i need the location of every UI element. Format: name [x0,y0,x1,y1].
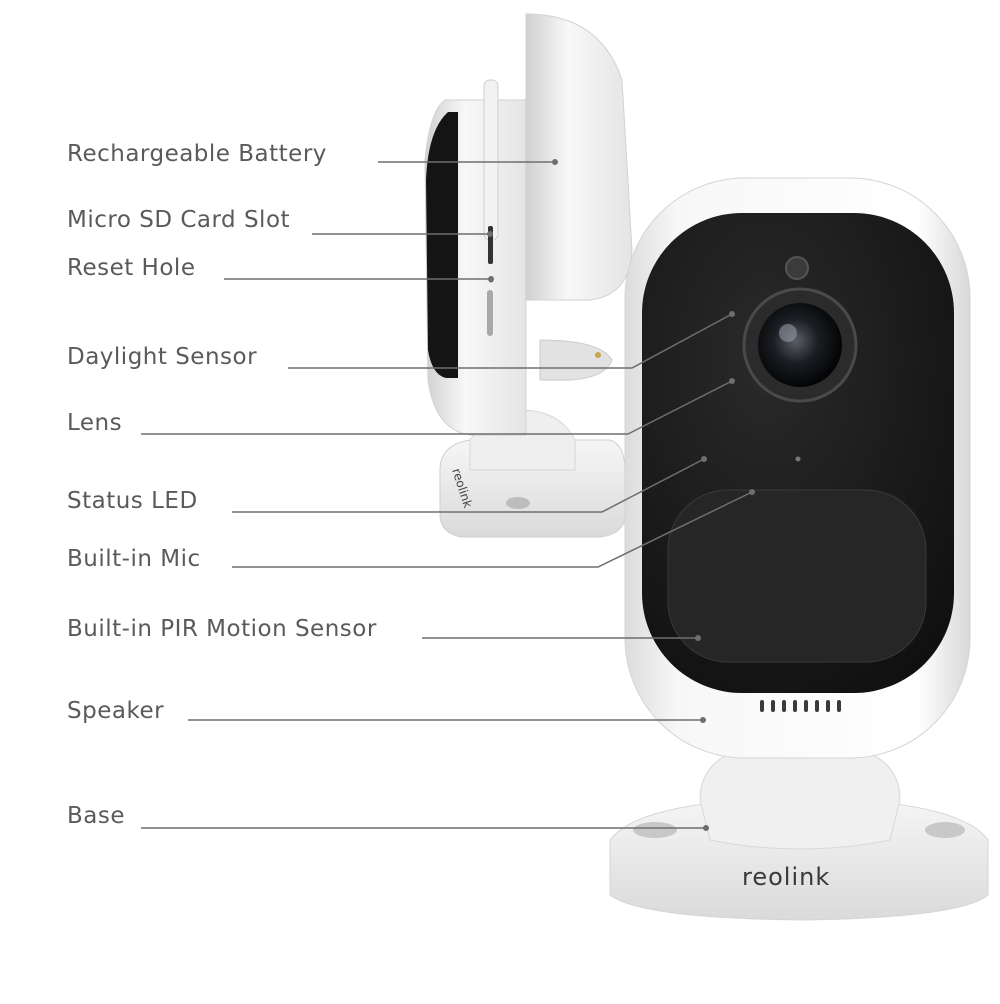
leader-status-led [232,458,705,513]
status-led-graphic [795,456,801,462]
battery-pack [525,13,633,301]
label-speaker: Speaker [67,698,165,724]
daylight-sensor-graphic [785,256,809,280]
front-view-camera: reolink [609,177,989,921]
front-base-hole-right [925,822,965,838]
side-base-hole [506,497,530,509]
leader-daylight-sensor [288,313,733,369]
lens-graphic [758,303,842,387]
label-rechargeable-battery: Rechargeable Battery [67,141,327,167]
label-status-led: Status LED [67,488,198,514]
front-neck [699,747,901,850]
side-view-camera: reolink [424,13,633,538]
side-port-strip [487,290,493,336]
leader-lens [141,380,733,435]
pir-sensor-window [667,489,927,663]
label-micro-sd-card-slot: Micro SD Card Slot [67,207,291,233]
front-brand-logo: reolink [742,863,830,891]
leader-built-in-mic [232,491,753,568]
label-lens: Lens [67,410,123,436]
label-built-in-pir-motion-sensor: Built-in PIR Motion Sensor [67,616,377,642]
side-mount-screw [595,352,601,358]
label-daylight-sensor: Daylight Sensor [67,344,258,370]
speaker-grille [760,700,841,712]
side-latch [483,79,499,241]
leader-lines [141,159,755,831]
side-mount-arm [539,339,613,381]
lens-highlight [779,324,797,342]
label-reset-hole: Reset Hole [67,255,196,281]
label-built-in-mic: Built-in Mic [67,546,201,572]
label-base: Base [67,803,126,829]
side-front-face [426,112,458,378]
front-base-hole-left [633,822,677,838]
